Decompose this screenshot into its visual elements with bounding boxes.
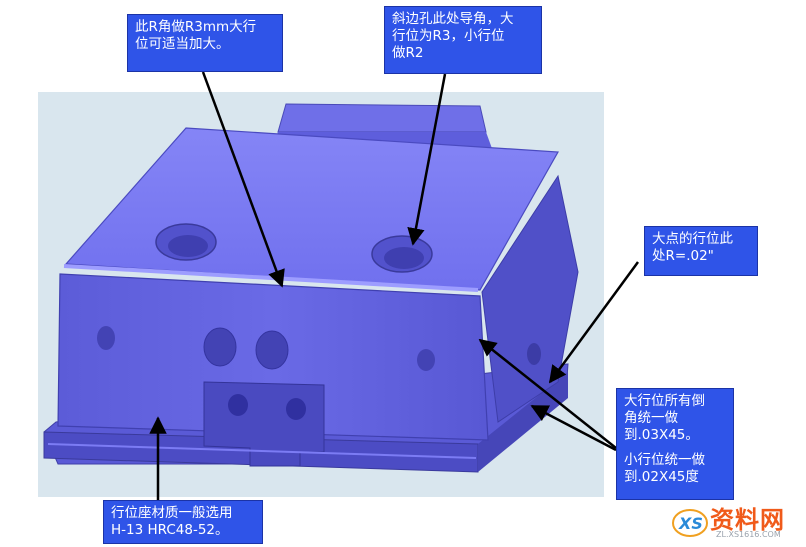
watermark-url: ZL.XS1616.COM [716, 530, 781, 539]
callout-line: 做R2 [392, 45, 424, 61]
front-hole-small-left [97, 326, 115, 350]
callout-line: 到.03X45。 [624, 427, 699, 443]
callout-big-point: 大点的行位此 处R=.02" [644, 226, 758, 276]
svg-text:XS: XS [678, 514, 703, 533]
callout-bevel-hole: 斜边孔此处导角，大 行位为R3，小行位 做R2 [384, 6, 542, 74]
callout-line: H-13 HRC48-52。 [111, 522, 229, 538]
callout-line: 到.02X45度 [624, 469, 699, 485]
callout-chamfer: 大行位所有倒 角统一做 到.03X45。 小行位统一做 到.02X45度 [616, 388, 734, 500]
callout-line: 小行位统一做 [624, 452, 705, 468]
callout-material: 行位座材质一般选用 H-13 HRC48-52。 [103, 500, 263, 544]
callout-line: 角统一做 [624, 410, 678, 426]
front-hole-large-1 [203, 327, 237, 367]
side-hole [527, 343, 541, 365]
callout-line: 此R角做R3mm大行 [135, 19, 257, 35]
callout-line: 大行位所有倒 [624, 393, 705, 409]
watermark-logo: XS 资料网 ZL.XS1616.COM [670, 499, 800, 543]
callout-line: 行位为R3，小行位 [392, 28, 505, 44]
callout-r3-corner: 此R角做R3mm大行 位可适当加大。 [127, 14, 283, 72]
front-hole-large-2 [255, 330, 289, 370]
callout-line: 大点的行位此 [652, 231, 733, 247]
callout-line: 处R=.02" [652, 248, 714, 264]
callout-line: 斜边孔此处导角，大 [392, 11, 514, 27]
xs-logo-icon: XS [672, 509, 708, 537]
front-hole-small-right [417, 349, 435, 371]
callout-line: 行位座材质一般选用 [111, 505, 233, 521]
watermark-text: 资料网 [710, 506, 785, 534]
callout-line: 位可适当加大。 [135, 36, 230, 52]
